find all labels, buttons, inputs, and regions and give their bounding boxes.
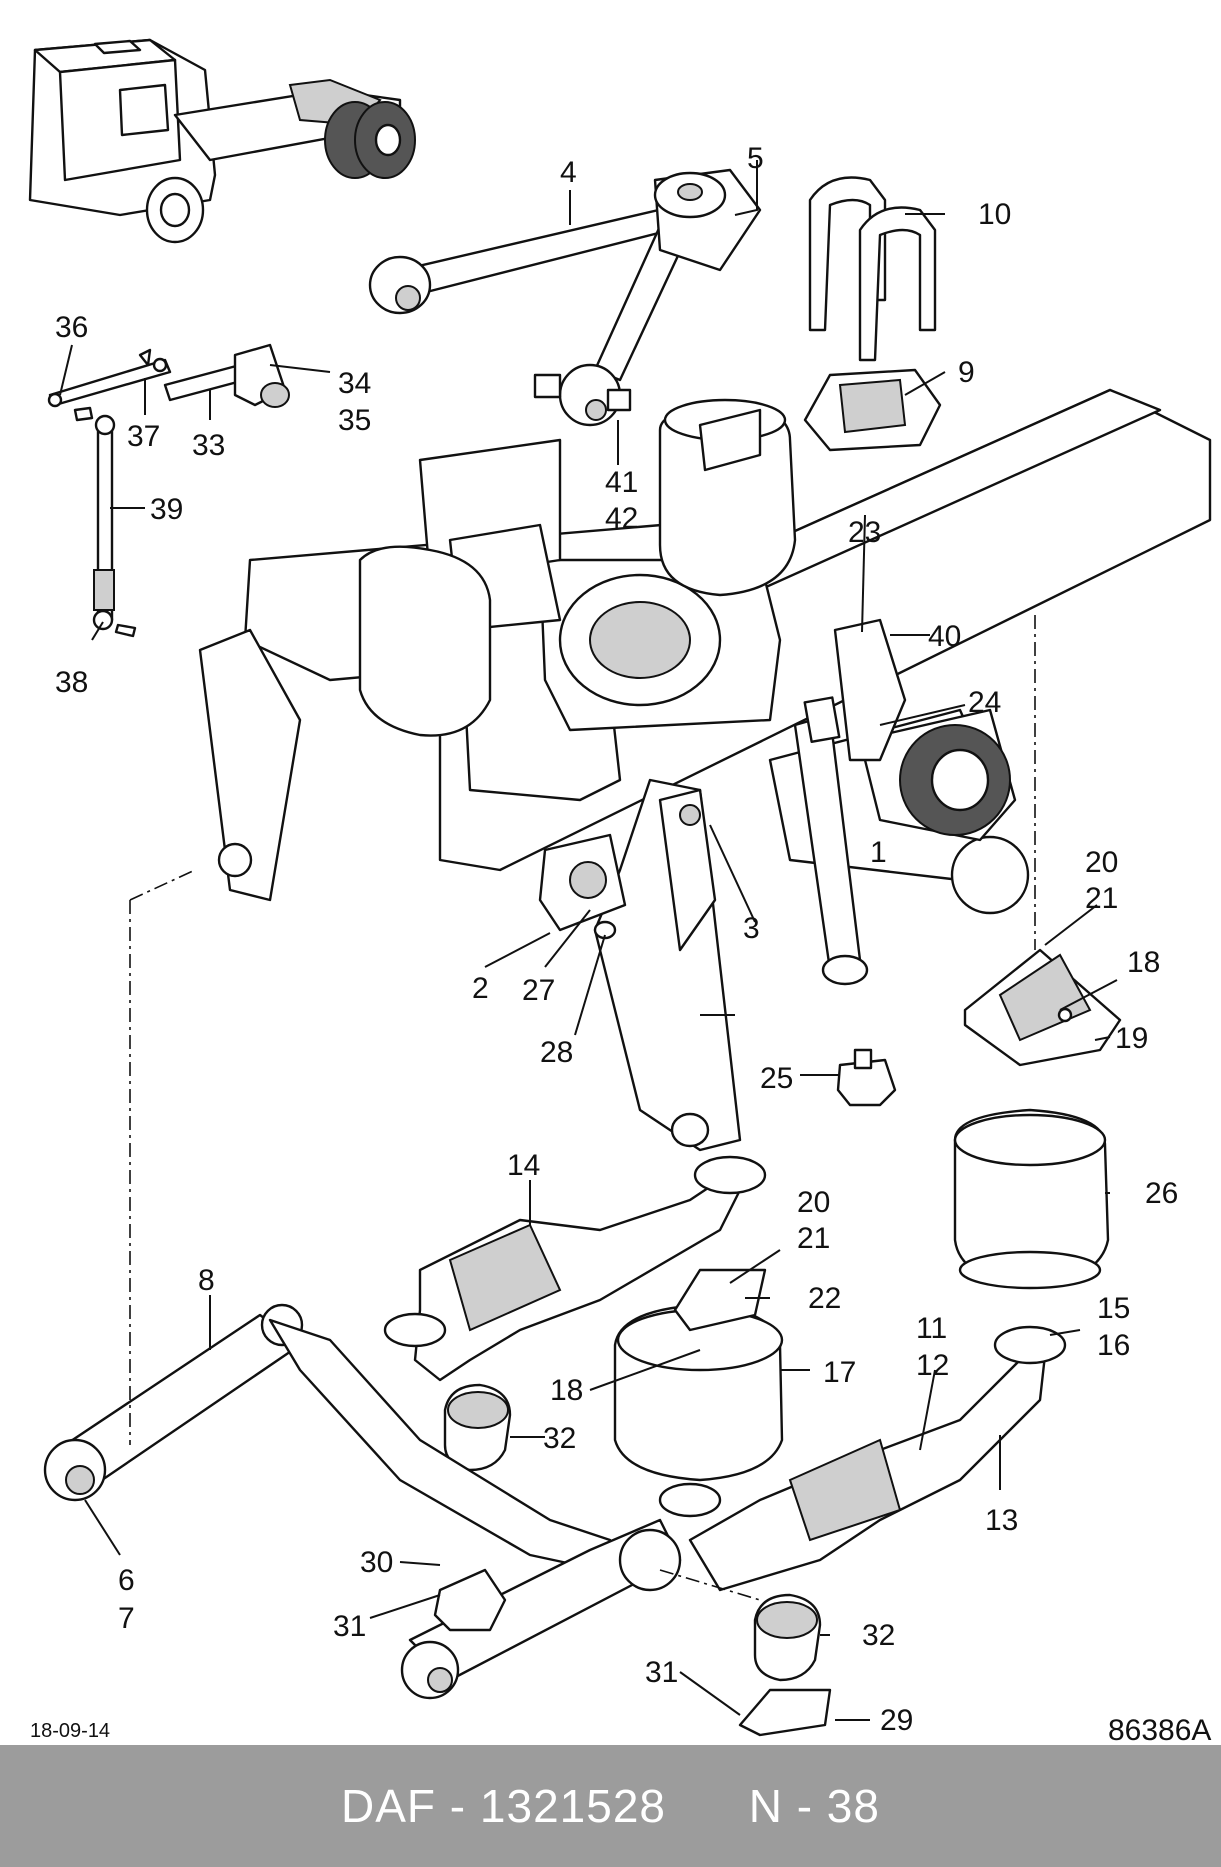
footer-brand: DAF: [341, 1780, 437, 1832]
trailing-arm-13: [658, 1325, 1067, 1592]
u-bolts: [808, 176, 937, 362]
callout-37: 37: [127, 420, 160, 453]
callout-21-upper: 21: [1085, 882, 1118, 915]
air-spring-upper: [358, 398, 797, 737]
levelling-valve-linkage: [47, 343, 290, 638]
callout-38: 38: [55, 666, 88, 699]
callout-17: 17: [823, 1356, 856, 1389]
callout-14: 14: [507, 1149, 540, 1182]
callout-32-upper: 32: [543, 1422, 576, 1455]
callout-3: 3: [743, 912, 760, 945]
callout-30: 30: [360, 1546, 393, 1579]
axle-pad: [803, 368, 942, 452]
callout-7: 7: [118, 1602, 135, 1635]
callout-25: 25: [760, 1062, 793, 1095]
callout-28: 28: [540, 1036, 573, 1069]
callout-23: 23: [848, 516, 881, 549]
callout-41: 41: [605, 466, 638, 499]
callout-27: 27: [522, 974, 555, 1007]
footer-separator: -: [436, 1780, 480, 1832]
callout-2: 2: [472, 972, 489, 1005]
bump-stop: [836, 1048, 897, 1107]
callout-35: 35: [338, 404, 371, 437]
callout-33: 33: [192, 429, 225, 462]
callout-20-lower: 20: [797, 1186, 830, 1219]
axle-rod-assembly: [43, 1303, 682, 1700]
callout-26: 26: [1145, 1177, 1178, 1210]
air-spring-26: [953, 1108, 1110, 1290]
bearing-caps: [433, 1568, 832, 1737]
callout-40: 40: [928, 620, 961, 653]
callout-18-upper: 18: [1127, 946, 1160, 979]
callout-34: 34: [338, 367, 371, 400]
hanger-bracket: [538, 778, 742, 1152]
trailing-arm-14: [383, 1155, 767, 1382]
callout-8: 8: [198, 1264, 215, 1297]
callout-22: 22: [808, 1282, 841, 1315]
callout-21-lower: 21: [797, 1222, 830, 1255]
callout-9: 9: [958, 356, 975, 389]
exploded-parts-diagram: 1 2 3 4 5 6 7 8 9 10 11 12 13 14 15 16 1…: [28, 38, 1211, 1745]
callout-15: 15: [1097, 1292, 1130, 1325]
callout-1: 1: [870, 836, 887, 869]
bush-32-upper: [443, 1383, 512, 1472]
air-spring-17: [613, 1268, 784, 1482]
callout-4: 4: [560, 156, 577, 189]
truck-thumbnail: [28, 38, 416, 244]
callout-39: 39: [150, 493, 183, 526]
callout-10: 10: [978, 198, 1011, 231]
footer-page-ref: N - 38: [748, 1780, 880, 1832]
callout-11: 11: [916, 1312, 947, 1345]
callout-32-lower: 32: [862, 1619, 895, 1652]
footer-part-number: 1321528: [479, 1780, 667, 1832]
callout-13: 13: [985, 1504, 1018, 1537]
footer-bar: DAF - 1321528 N - 38: [0, 1745, 1221, 1867]
callout-6: 6: [118, 1564, 135, 1597]
drawing-number: 86386A: [1108, 1714, 1211, 1745]
callout-labels: 1 2 3 4 5 6 7 8 9 10 11 12 13 14 15 16 1…: [55, 142, 1178, 1737]
bracket-mount-right: [963, 948, 1122, 1067]
callout-12: 12: [916, 1349, 949, 1382]
date-code: 18-09-14: [30, 1720, 110, 1742]
callout-42: 42: [605, 502, 638, 535]
callout-24: 24: [968, 686, 1001, 719]
callout-31-right: 31: [645, 1656, 678, 1689]
leader-lines: [59, 160, 1118, 1721]
callout-31-left: 31: [333, 1610, 366, 1643]
shock-absorber: [793, 618, 907, 986]
footer-title: DAF - 1321528 N - 38: [341, 1779, 880, 1833]
callout-20-upper: 20: [1085, 846, 1118, 879]
bush-32-lower: [753, 1593, 822, 1682]
callout-36: 36: [55, 311, 88, 344]
callout-5: 5: [747, 142, 764, 175]
callout-18-lower: 18: [550, 1374, 583, 1407]
callout-19: 19: [1115, 1022, 1148, 1055]
v-torque-rod: [368, 168, 762, 427]
callout-16: 16: [1097, 1329, 1130, 1362]
callout-29: 29: [880, 1704, 913, 1737]
